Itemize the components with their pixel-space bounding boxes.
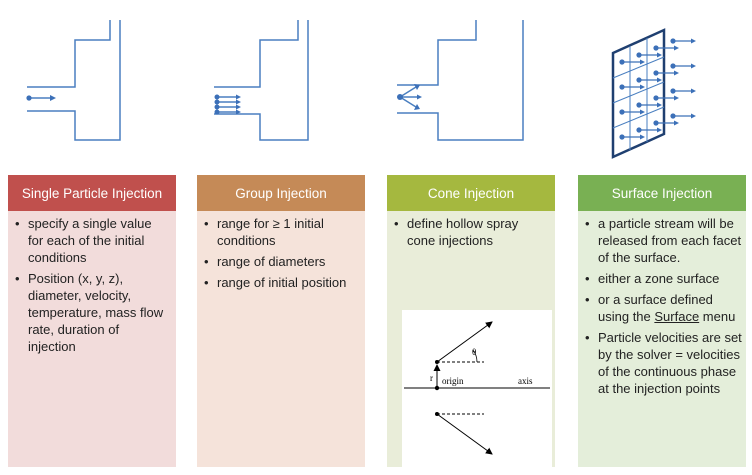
bullet-item: or a surface defined using the Surface m…	[584, 291, 742, 325]
bullet-item: define hollow spray cone injections	[393, 215, 547, 249]
cone-injection-sketch	[397, 20, 524, 141]
bullet-item: range of initial position	[203, 274, 357, 291]
particle-dot	[214, 94, 220, 100]
bullet-item: Position (x, y, z), diameter, velocity, …	[14, 270, 168, 355]
cone-vector-upper	[436, 321, 493, 363]
surface-arrows	[619, 38, 696, 140]
group-injection-sketch	[214, 20, 309, 141]
axis-label: axis	[518, 376, 533, 386]
bullet-item: range for ≥ 1 initial conditions	[203, 215, 357, 249]
origin-point	[434, 385, 440, 391]
column-title: Single Particle Injection	[21, 185, 163, 201]
particle-dot	[214, 99, 220, 105]
single-particle-sketch	[26, 20, 121, 141]
surface-injection-sketch	[611, 28, 696, 159]
arrow-head	[640, 109, 645, 115]
arrow-head	[414, 84, 420, 90]
cone-vector-lower	[436, 413, 493, 455]
bullet-item: Particle velocities are set by the solve…	[584, 329, 742, 397]
duct-wall-bottom	[214, 20, 309, 141]
arrow-head	[414, 104, 420, 110]
particle-arrows	[216, 96, 236, 113]
arrow-head	[640, 84, 645, 90]
column-title: Cone Injection	[427, 185, 515, 201]
bullet-item: specify a single value for each of the i…	[14, 215, 168, 266]
body-surface-injection: a particle stream will be released from …	[578, 211, 746, 467]
particle-dot	[26, 95, 32, 101]
bullet-item: either a zone surface	[584, 270, 742, 287]
header-surface-injection: Surface Injection	[578, 175, 746, 211]
arrow-heads	[236, 94, 241, 115]
column-title: Surface Injection	[611, 185, 713, 201]
arrow-head	[640, 59, 645, 65]
header-group-injection: Group Injection	[197, 175, 365, 211]
bullet-item: a particle stream will be released from …	[584, 215, 742, 266]
arrow-head	[50, 95, 56, 101]
arrow-head	[657, 102, 662, 108]
arrow-head	[674, 95, 679, 101]
duct-wall-bottom	[397, 20, 524, 141]
bullet-text: menu	[699, 309, 736, 324]
theta-label: θ	[472, 347, 476, 357]
duct-wall-top	[214, 20, 299, 88]
header-single-particle-injection: Single Particle Injection	[8, 175, 176, 211]
particle-dot	[397, 94, 403, 100]
arrow-head	[657, 77, 662, 83]
arrow-head	[674, 70, 679, 76]
arrow-head	[657, 127, 662, 133]
body-group-injection: range for ≥ 1 initial conditions range o…	[197, 211, 365, 467]
arrow-head	[640, 134, 645, 140]
origin-label: origin	[442, 376, 464, 386]
arrow-head	[674, 45, 679, 51]
column-title: Group Injection	[235, 185, 327, 201]
bullet-item: range of diameters	[203, 253, 357, 270]
arrow-head	[691, 88, 696, 94]
arrow-head	[691, 113, 696, 119]
arrow-head	[657, 52, 662, 58]
surface-menu-term: Surface	[654, 309, 700, 324]
duct-wall-bottom	[27, 20, 121, 141]
arrow-head	[417, 94, 422, 100]
surface-panel	[611, 28, 666, 159]
particle-dot	[214, 104, 220, 110]
arrow-head	[674, 120, 679, 126]
duct-wall-top	[27, 20, 111, 88]
body-single-particle-injection: specify a single value for each of the i…	[8, 211, 176, 467]
particle-dot	[214, 109, 220, 115]
r-label: r	[430, 373, 433, 383]
cone-geometry-figure: θ r origin axis	[402, 310, 552, 467]
header-cone-injection: Cone Injection	[387, 175, 555, 211]
arrow-head	[691, 63, 696, 69]
theta-arc	[472, 349, 478, 363]
arrow-head	[691, 38, 696, 44]
bullet-text: or a surface defined using the	[598, 292, 713, 324]
facet-lines	[612, 56, 665, 129]
duct-wall-top	[397, 20, 477, 86]
